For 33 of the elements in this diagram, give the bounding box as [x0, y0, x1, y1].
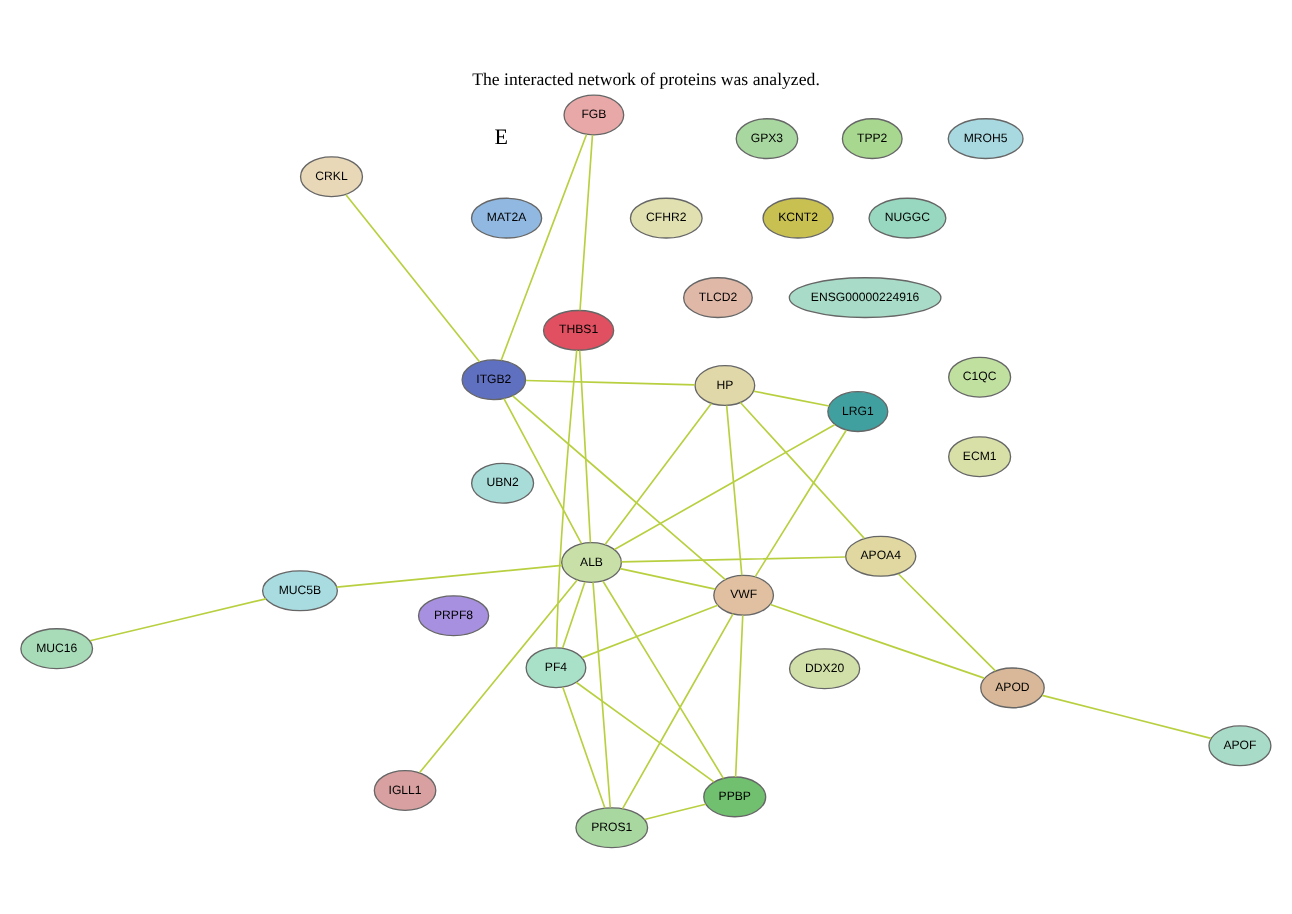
connector [592, 581, 612, 809]
connector [613, 423, 836, 551]
diagram-title: The interacted network of proteins was analyzed. [472, 68, 820, 89]
label: E [494, 126, 508, 151]
connector [604, 402, 713, 546]
connector [335, 564, 563, 589]
connector [561, 581, 586, 649]
connector [555, 349, 578, 649]
connector [418, 579, 579, 774]
connector [345, 193, 481, 363]
connector [725, 404, 743, 577]
connector [897, 573, 997, 672]
connector [769, 603, 986, 679]
connector [581, 604, 719, 659]
connector [525, 379, 696, 386]
connector [578, 349, 592, 544]
connector [752, 390, 830, 407]
connector [575, 681, 715, 783]
connector [739, 401, 866, 540]
connector [621, 613, 734, 810]
connector [620, 556, 847, 563]
connector [734, 614, 744, 778]
connector [1041, 694, 1212, 740]
connector [562, 686, 606, 809]
connector [89, 598, 267, 642]
connector [503, 397, 583, 545]
connector [754, 429, 848, 578]
connector [643, 803, 707, 821]
connector [619, 567, 716, 590]
connector [579, 134, 594, 312]
connector [602, 580, 725, 780]
connector [511, 395, 727, 581]
connector [500, 133, 588, 361]
